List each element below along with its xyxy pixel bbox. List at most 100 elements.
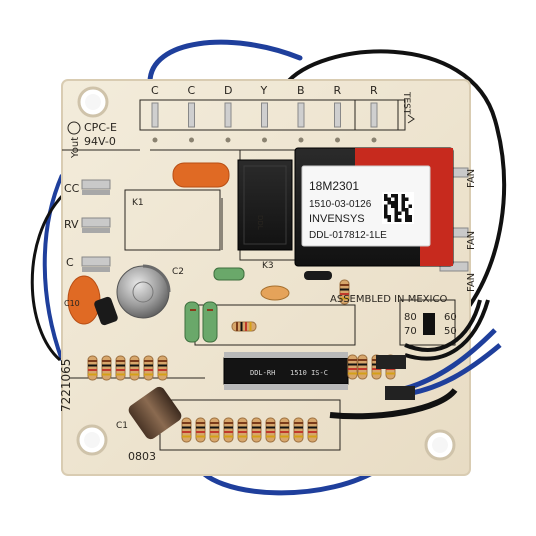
via [298,137,304,143]
relay-label-line1: 18M2301 [309,179,359,193]
relay-label-line3: INVENSYS [309,213,365,225]
resistor [251,417,262,443]
resistor [101,355,112,381]
via [189,137,194,143]
fan-label-2: FAN [466,231,477,250]
k3-label: K3 [262,261,274,271]
resistor [181,417,192,443]
terminal-pin [224,102,232,128]
brown-capacitor [128,386,182,440]
small-relay: DDL [237,159,293,251]
via [152,137,158,143]
electrolytic-capacitor [116,264,171,319]
ic-label-1: 1510 IS-C [290,369,328,377]
qr-cell [398,218,402,222]
via [335,137,340,143]
jumper-block: 80 70 60 50 [404,312,457,337]
terminal-pin [261,102,268,128]
terminal-pin [297,102,305,128]
via [262,137,267,143]
terminal-label: R [334,84,342,97]
resistor [129,355,140,381]
qr-cell [384,197,388,201]
relay-label-line4: DDL-017812-1LE [309,230,387,241]
c2-label: C2 [172,267,184,277]
qr-cell [387,201,391,205]
qr-cell [394,201,398,205]
terminal-pin [370,102,378,128]
svg-text:94V-0: 94V-0 [84,135,116,148]
qr-code [382,192,414,224]
black-wire-left [30,193,65,362]
svg-text:70: 70 [404,326,417,337]
via [371,137,377,143]
qr-cell [394,211,398,215]
terminal-label: B [297,84,305,97]
blue-wire-top [147,39,303,85]
wire-bundle-lower-right [376,299,502,400]
svg-text:60: 60 [444,312,457,323]
qr-cell [408,215,412,219]
c1-label: C1 [116,421,128,431]
qr-cell [394,208,398,212]
terminal-header [139,99,399,143]
qr-cell [384,211,388,215]
resistor [237,417,248,443]
qr-cell [384,204,388,208]
part-number: 7221065 [59,359,73,412]
terminal-pin [334,102,341,128]
qr-cell [387,218,391,222]
cert-mark: CPC-E 94V-0 [67,121,117,148]
terminal-label: Y [260,84,268,97]
ic-chip [223,352,349,390]
resistor-rows [87,279,396,443]
green-resistors [184,267,245,343]
qr-cell [394,218,398,222]
side-label-yout: Yout [70,137,81,159]
resistor [293,417,304,443]
svg-text:DDL: DDL [256,215,264,230]
qr-cell [391,204,395,208]
qr-cell [401,197,405,201]
blue-wire-left [42,174,64,361]
qr-cell [408,204,412,208]
terminal-label: C [188,84,196,97]
resistor [231,321,257,332]
fan-label-3: FAN [466,273,477,292]
resistor [115,355,126,381]
black-wire-loop [283,49,507,307]
svg-text:CPC-E: CPC-E [84,121,117,134]
qr-cell [387,197,391,201]
qr-cell [405,208,409,212]
resistor [307,417,318,443]
side-label-cc: CC [64,182,80,195]
resistor [195,417,206,443]
resistor [347,354,358,380]
k1-label: K1 [132,198,144,208]
qr-cell [387,215,391,219]
resistor [87,355,98,381]
qr-cell [394,197,398,201]
resistor [357,354,368,380]
qr-cell [401,204,405,208]
small-diode [304,271,332,280]
side-label-c: C [66,256,74,269]
via [225,137,231,143]
orange-capacitor [172,162,230,188]
resistor [339,279,350,305]
resistor [279,417,290,443]
qr-cell [401,194,405,198]
terminal-label: R [370,84,378,97]
c10-label: C10 [64,299,80,308]
qr-cell [394,194,398,198]
qr-cell [408,218,412,222]
main-relay [294,147,454,267]
ic-label-2: DDL-RH [250,369,275,377]
assembled-label: ASSEMBLED IN MEXICO [330,294,447,305]
qr-cell [384,208,388,212]
resistor [209,417,220,443]
spade-terminals-left [81,179,111,272]
date-code: 0803 [128,450,156,463]
